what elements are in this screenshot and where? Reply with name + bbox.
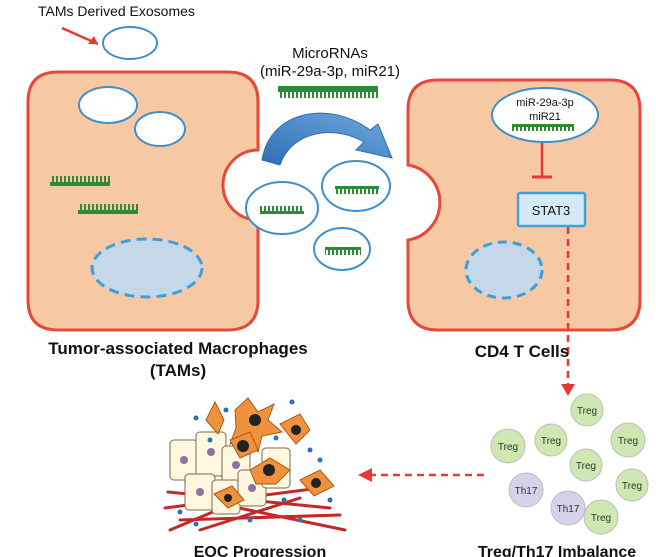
transit-exosome (313, 227, 371, 271)
imbalance-label: Treg/Th17 Imbalance (478, 544, 636, 557)
treg-cell (570, 393, 604, 427)
tams-label: Tumor-associated Macrophages (48, 339, 307, 358)
treg-cell (615, 468, 649, 502)
th17-cell (550, 490, 586, 526)
micrornas-title: MicroRNAs (292, 45, 368, 62)
microrna-strand (278, 86, 378, 98)
stat3-label: STAT3 (532, 203, 571, 218)
treg-cell (490, 428, 526, 464)
cell-label: Th17 (515, 486, 538, 497)
th17-cell (508, 472, 544, 508)
transit-exosome (321, 160, 391, 212)
cell-label: Treg (591, 513, 611, 524)
cell-label: Treg (576, 461, 596, 472)
cell-label: Treg (622, 481, 642, 492)
transfer-curved-arrow (261, 112, 393, 166)
tams-label: (TAMs) (150, 361, 206, 380)
stat3-box (516, 191, 587, 228)
treg-cell (610, 422, 646, 458)
treg-cell (534, 423, 568, 457)
transit-exosome (245, 181, 319, 235)
eoc-label: EOC Progression (194, 544, 326, 557)
cd4-nucleus (464, 240, 544, 300)
microrna-strand (512, 124, 574, 131)
treg-cell (583, 499, 619, 535)
micrornas-list: (miR-29a-3p, miR21) (260, 63, 400, 80)
cd4-mir-label: miR21 (529, 111, 561, 123)
cd4-mir-label: miR-29a-3p (516, 97, 573, 109)
eoc-tumor-illustration (163, 397, 347, 532)
released-exosome (102, 26, 158, 60)
cell-label: Th17 (557, 504, 580, 515)
microrna-strand (50, 176, 110, 186)
tam-vesicle (78, 86, 138, 124)
treg-cell (569, 448, 603, 482)
tam-vesicle (134, 111, 186, 147)
exosomes-label: TAMs Derived Exosomes (38, 3, 195, 19)
cell-label: Treg (618, 436, 638, 447)
cell-label: Treg (541, 436, 561, 447)
microrna-strand (78, 204, 138, 214)
cd4-label: CD4 T Cells (475, 342, 569, 361)
tam-nucleus (90, 237, 204, 299)
cell-label: Treg (577, 406, 597, 417)
cell-label: Treg (498, 442, 518, 453)
